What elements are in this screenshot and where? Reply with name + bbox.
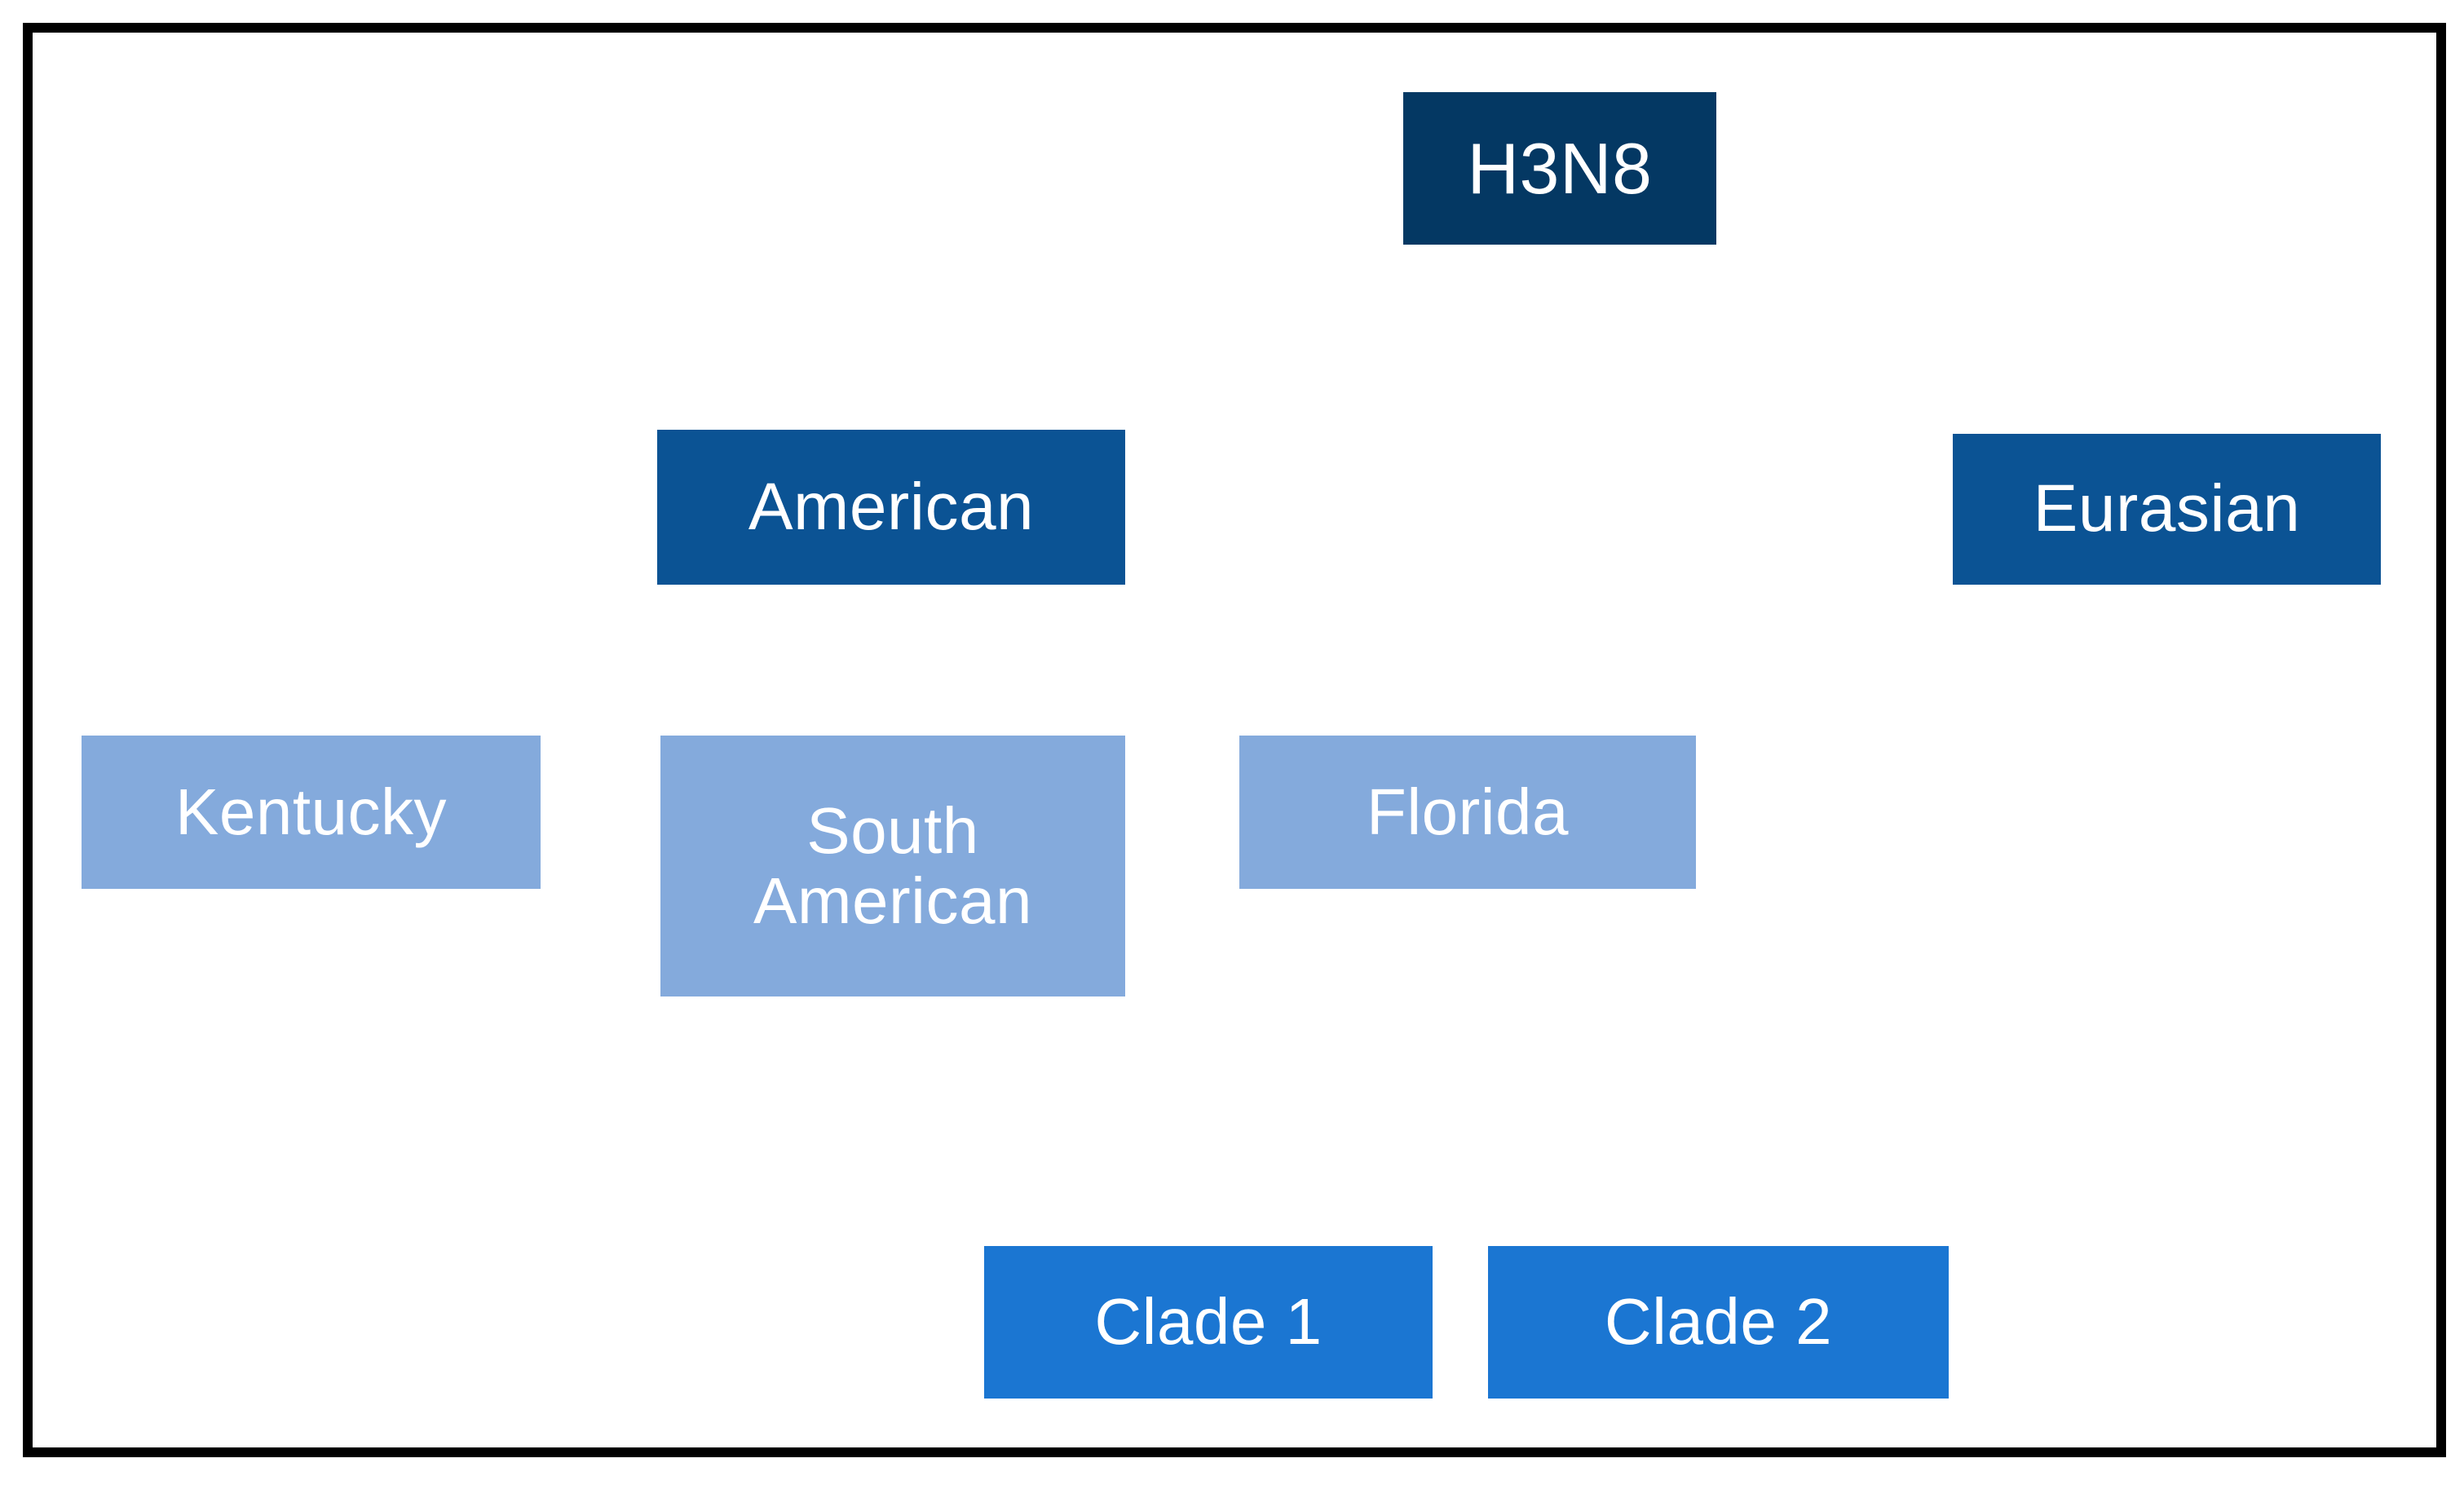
connector-american-to-florida [1469, 679, 1474, 738]
node-kentucky[interactable]: Kentucky [82, 736, 541, 889]
connector-root-stem [1557, 245, 1562, 328]
connector-root-to-american [887, 323, 892, 431]
node-american[interactable]: American [657, 430, 1125, 585]
node-florida[interactable]: Florida [1239, 736, 1696, 889]
connector-florida-stem [1469, 889, 1474, 1138]
connector-american-to-south-american [888, 679, 893, 738]
connector-american-stem [888, 585, 893, 683]
connector-root-to-eurasian [2183, 323, 2188, 435]
connector-root-crossbar [887, 323, 2188, 328]
node-clade-2[interactable]: Clade 2 [1488, 1246, 1949, 1399]
node-clade-1[interactable]: Clade 1 [984, 1246, 1433, 1399]
node-eurasian[interactable]: Eurasian [1953, 434, 2381, 585]
connector-florida-to-clade2 [1728, 1133, 1733, 1248]
node-h3n8[interactable]: H3N8 [1403, 92, 1716, 245]
connector-florida-to-clade1 [1205, 1133, 1210, 1248]
connector-american-to-kentucky [310, 679, 315, 738]
diagram-frame-border [23, 23, 2446, 1457]
connector-florida-crossbar [1205, 1133, 1733, 1138]
node-south-american[interactable]: South American [660, 736, 1125, 996]
